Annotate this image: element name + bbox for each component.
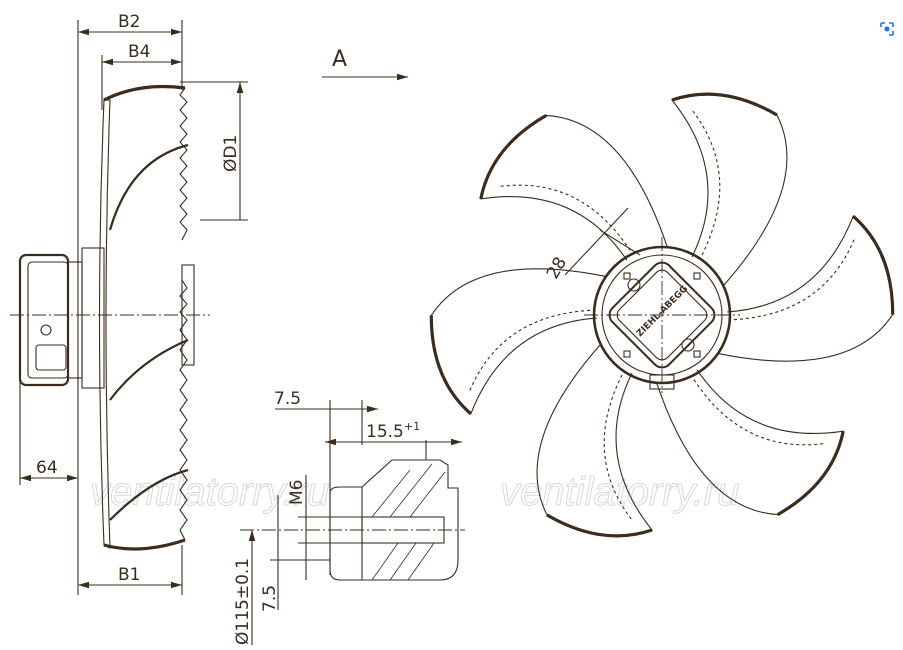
dim-64: 64 [36,458,58,478]
lens-icon [880,22,894,36]
view-label-a: A [332,47,347,72]
watermark: ventilatorry.ru [500,470,739,514]
image-search-button[interactable] [876,18,898,40]
dim-d115: Ø115±0.1 [233,558,253,645]
dim-d1: ØD1 [221,135,241,172]
dim-15-5: 15.5+1 [366,420,420,442]
dim-b2: B2 [118,12,140,32]
side-view: B2 B4 ØD1 B1 64 [10,12,248,595]
dim-7-5-top: 7.5 [274,389,301,409]
dim-b1: B1 [118,565,140,585]
dim-b4: B4 [128,42,150,62]
dim-m6: M6 [287,480,307,505]
dim-7-5-side: 7.5 [260,585,280,612]
ziehl-abegg-logo: ZIEHL-ABEGG [635,284,690,339]
fan-blade [671,92,788,286]
watermark: ventilatorry.ru [90,470,329,514]
detail-section: 7.5 15.5+1 M6 7.5 Ø115±0.1 [233,389,465,645]
dim-28: 28 [543,254,571,283]
